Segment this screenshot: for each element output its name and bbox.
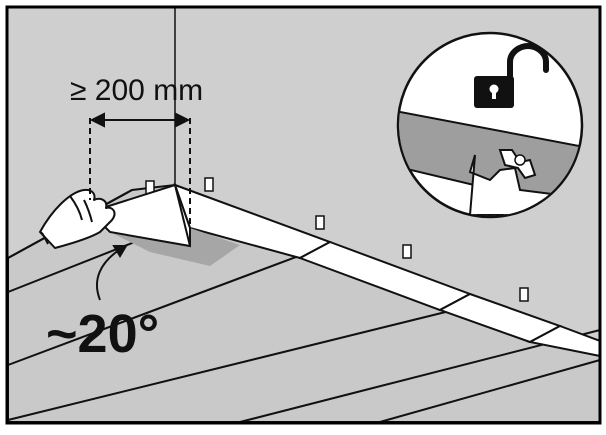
dimension-label: ≥ 200 mm bbox=[70, 74, 203, 107]
angle-label: ~20° bbox=[46, 304, 159, 364]
hand-icon bbox=[39, 188, 116, 249]
plank-edge bbox=[174, 184, 191, 247]
dimension-marker bbox=[89, 112, 191, 246]
lifted-plank bbox=[88, 183, 191, 248]
floor-seams bbox=[7, 231, 601, 423]
angle-arrow bbox=[96, 245, 128, 301]
frame-border bbox=[5, 5, 602, 425]
plank-row bbox=[173, 183, 601, 358]
inset-detail bbox=[396, 31, 584, 219]
wall-spacers bbox=[145, 177, 529, 302]
unlocked-padlock-icon bbox=[474, 42, 549, 108]
